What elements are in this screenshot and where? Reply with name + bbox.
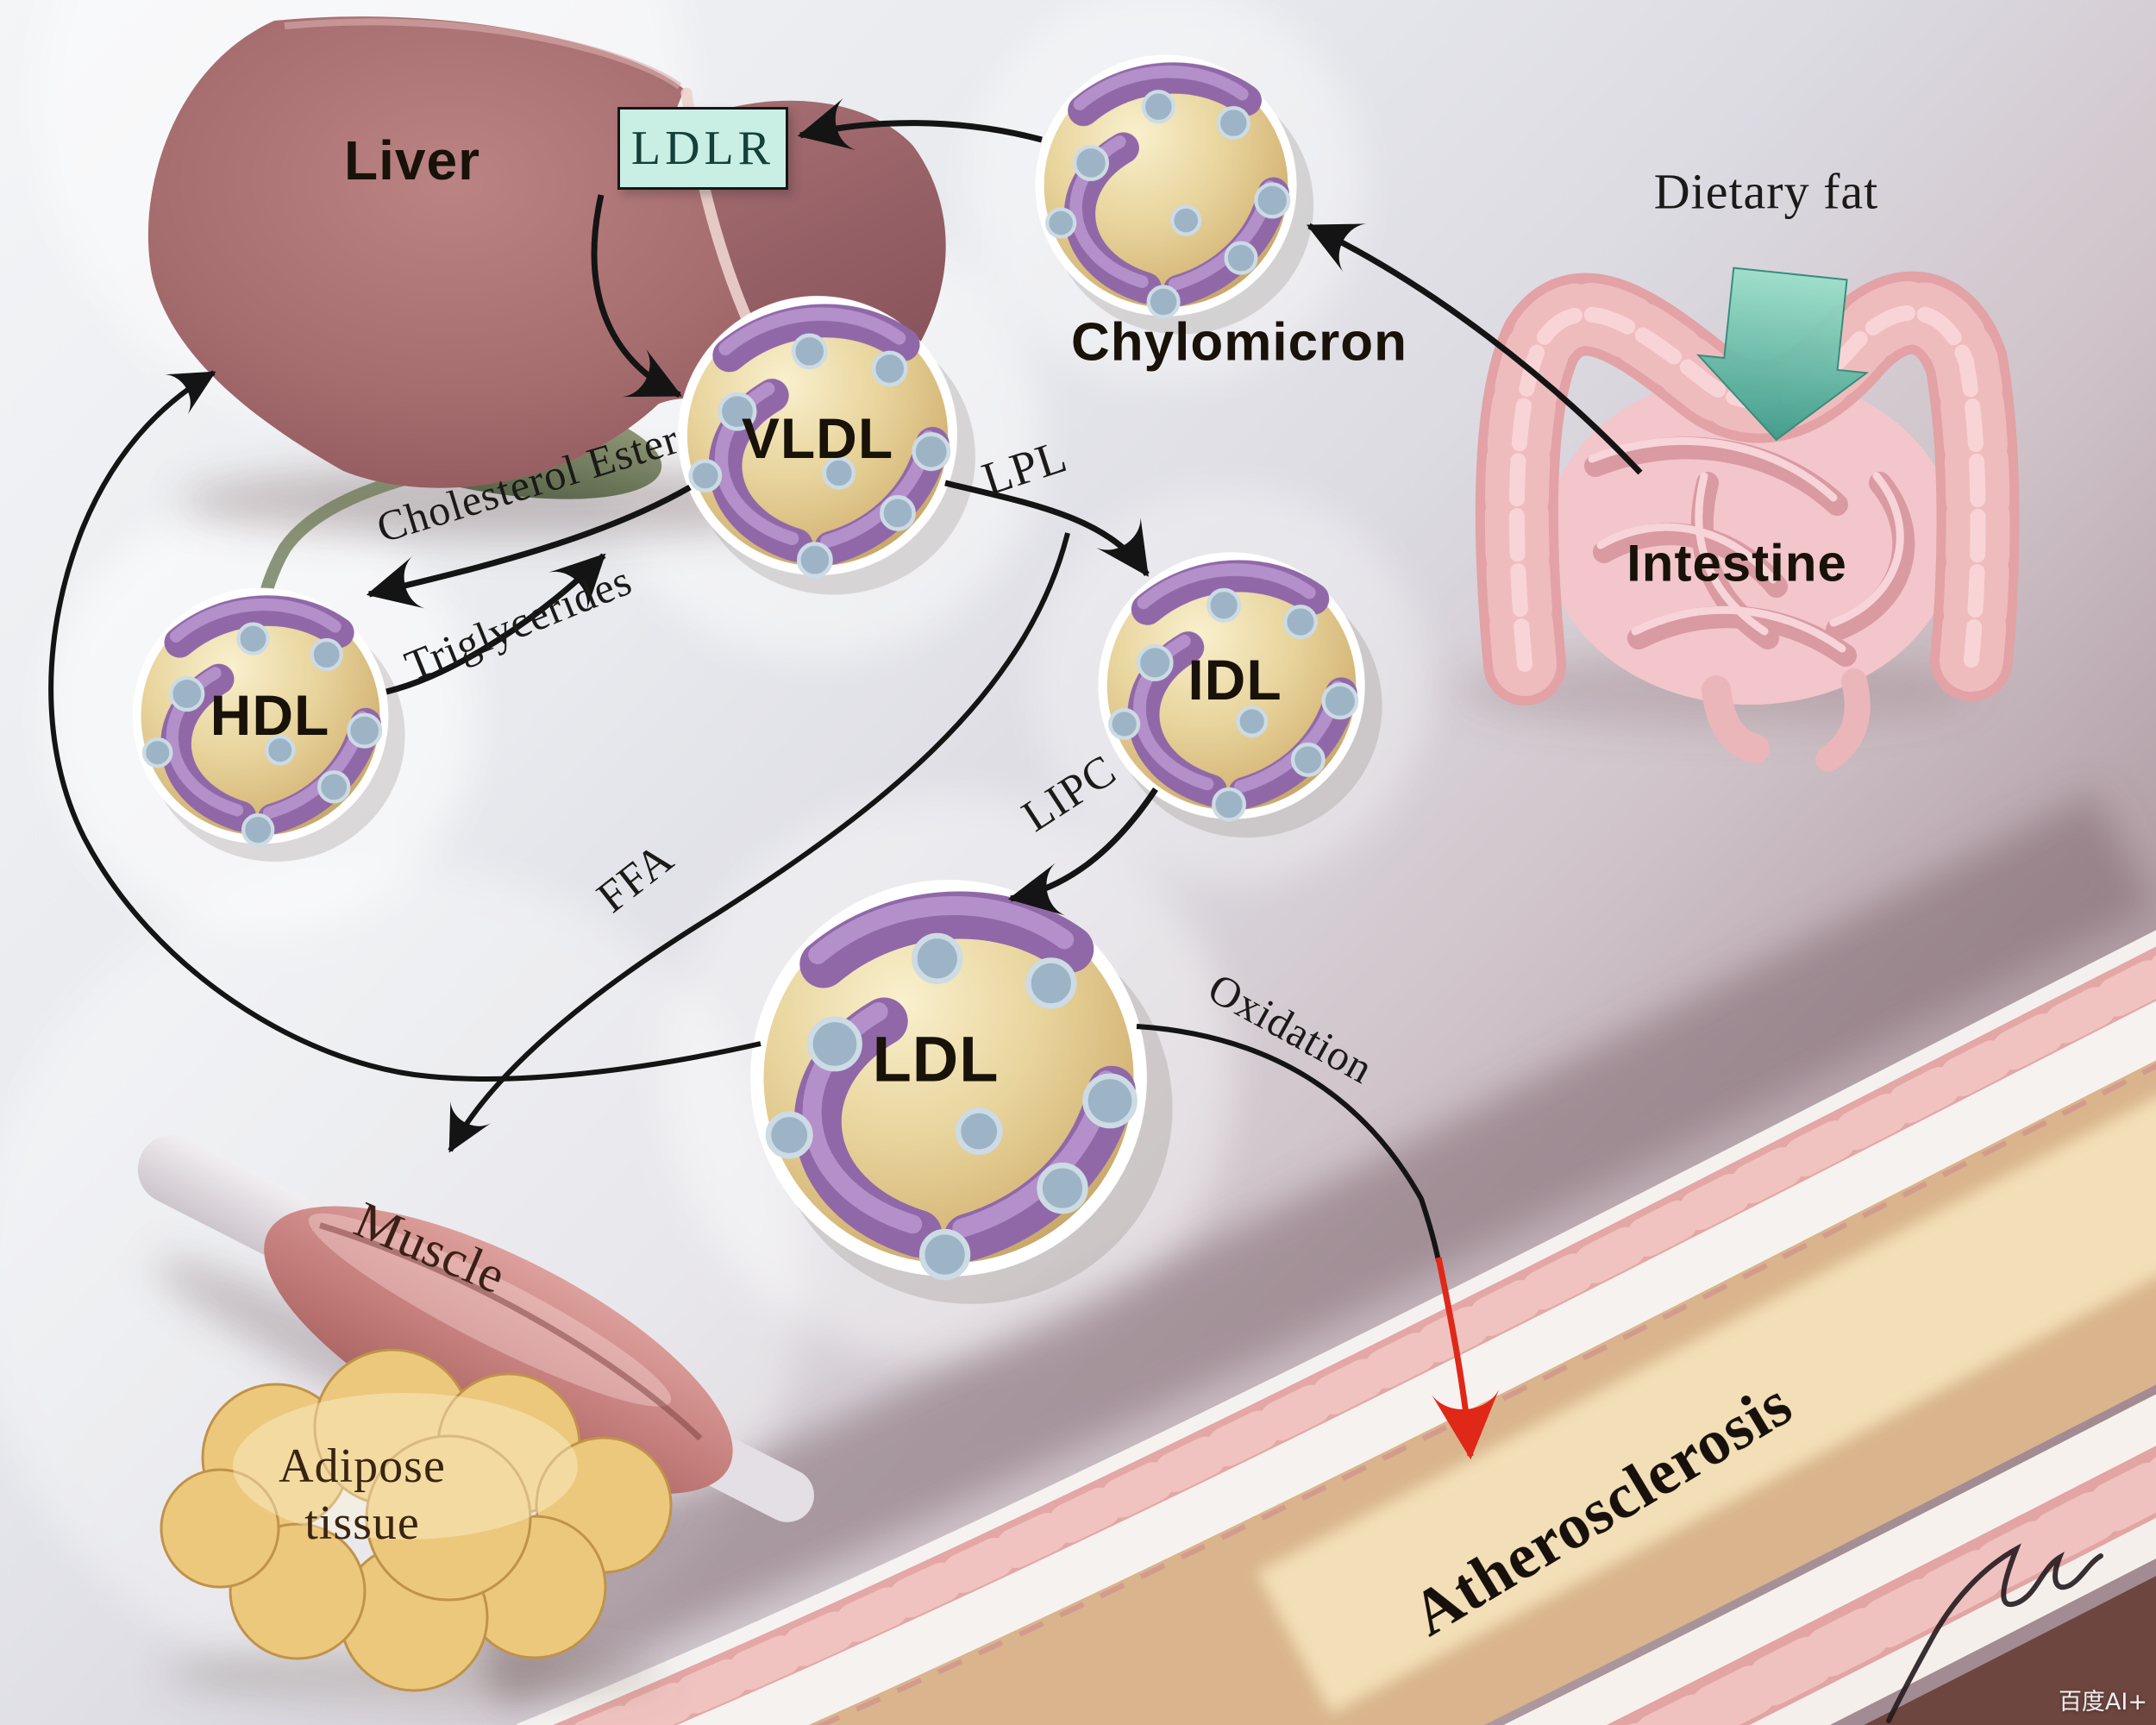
- artist-signature: [1886, 1543, 2103, 1723]
- dietary-fat-label: Dietary fat: [1653, 163, 1879, 220]
- adipose-illustration: [160, 1348, 673, 1699]
- arrow-ldl-to-liver: [48, 370, 761, 1082]
- watermark: 百度AI+: [2058, 1689, 2147, 1716]
- adipose-tissue-label-line2: tissue: [304, 1496, 420, 1550]
- ldl-label: LDL: [872, 1023, 1000, 1095]
- arrow-lpl-vldl-to-idl: [944, 480, 1150, 577]
- arrow-liver-to-vldl: [591, 194, 682, 398]
- ldlr-box: LDLR: [617, 107, 788, 190]
- arrow-intestine-to-chylomicron: [1307, 223, 1643, 475]
- arrow-lipc-idl-to-ldl: [1007, 787, 1158, 916]
- intestine-label: Intestine: [1626, 534, 1847, 593]
- dietary-fat-arrow: [1695, 267, 1870, 442]
- vldl-label: VLDL: [741, 406, 894, 470]
- muscle-belly: [264, 1206, 733, 1495]
- arrow-ffa-to-muscle: [448, 532, 1070, 1153]
- plaque-highlight: [1257, 1097, 2156, 1714]
- arrow-triglycerides-hdl-to-vldl: [385, 553, 606, 695]
- arrow-oxidation-curve: [1136, 1024, 1441, 1262]
- ldlr-label: LDLR: [630, 122, 775, 175]
- arrow-oxidized-ldl-into-plaque: [1432, 1257, 1500, 1460]
- blood-vessel: [453, 792, 2156, 1725]
- adipose-tissue-label-line1: Adipose: [279, 1439, 446, 1493]
- arrow-chylomicron-to-ldlr: [797, 97, 1043, 150]
- idl-label: IDL: [1188, 648, 1282, 712]
- arrow-cholesterol-ester-vldl-to-hdl: [366, 484, 692, 609]
- adipose-tissue-label: Adipose tissue: [279, 1438, 446, 1552]
- vessel-deep-wall: [1864, 1576, 2156, 1725]
- chylomicron-label: Chylomicron: [1071, 312, 1407, 373]
- hdl-label: HDL: [210, 683, 330, 747]
- vessel-shadow: [453, 792, 2154, 1708]
- liver-label: Liver: [344, 129, 480, 191]
